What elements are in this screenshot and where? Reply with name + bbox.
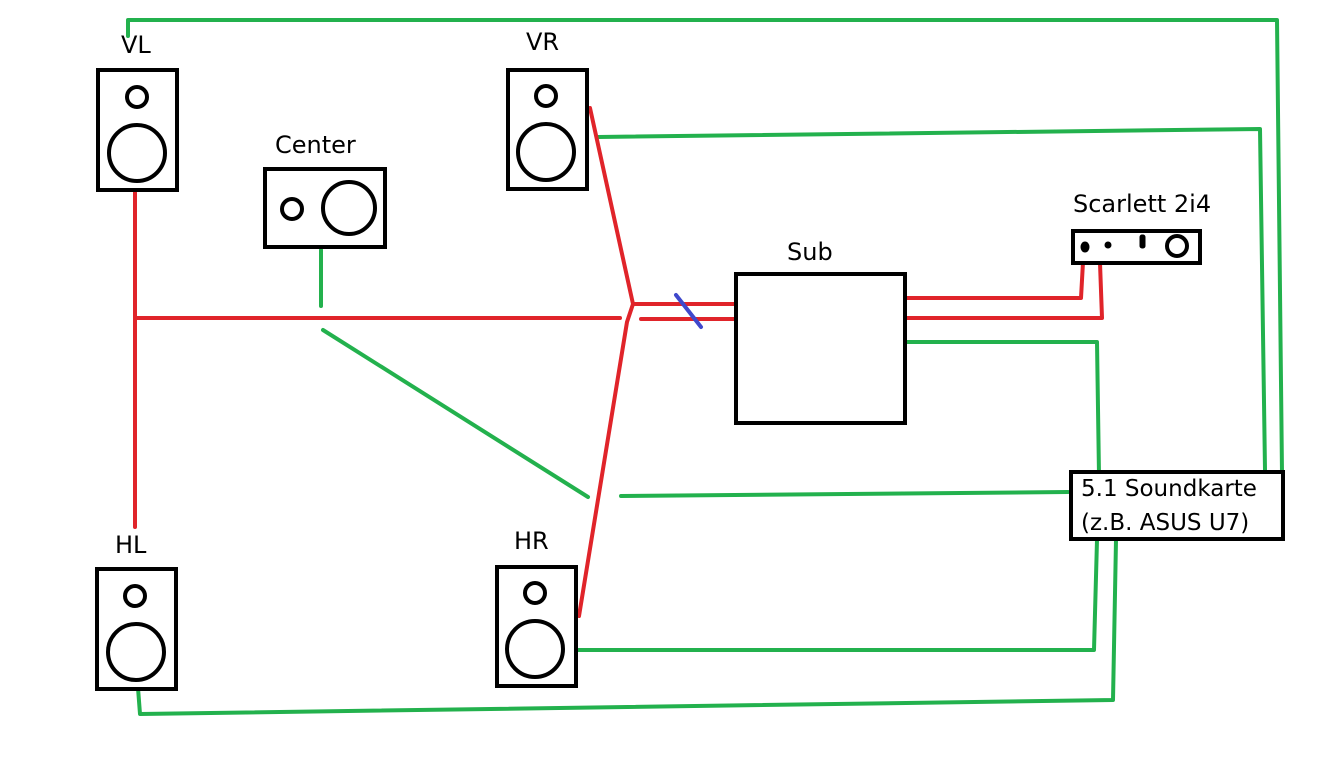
green-cables xyxy=(126,18,1284,716)
label-soundcard-line1: 5.1 Soundkarte xyxy=(1081,476,1257,502)
jack-2 xyxy=(1104,241,1112,249)
speaker-tweeter xyxy=(123,584,147,608)
speaker-tweeter xyxy=(280,197,304,221)
red-cable-vr-diagonal xyxy=(588,106,635,306)
label-hl: HL xyxy=(115,531,147,559)
soundcard-box xyxy=(1069,470,1285,541)
green-cable-center-diagonal xyxy=(321,328,590,499)
speaker-hr xyxy=(495,565,578,688)
cable-break-mark xyxy=(674,293,703,329)
green-cable-center-to-soundcard xyxy=(619,490,1070,498)
speaker-woofer xyxy=(106,622,166,682)
subwoofer-box xyxy=(734,272,907,425)
speaker-woofer xyxy=(516,122,576,182)
green-cable-hr xyxy=(576,538,1099,652)
green-cable-vr xyxy=(596,127,1267,472)
label-center: Center xyxy=(275,131,356,159)
speaker-vr xyxy=(506,68,589,191)
scarlett-interface xyxy=(1071,229,1202,265)
speaker-tweeter xyxy=(125,85,149,109)
label-soundcard-line2: (z.B. ASUS U7) xyxy=(1081,510,1249,536)
label-vl: VL xyxy=(121,31,151,59)
speaker-tweeter xyxy=(523,581,547,605)
label-vr: VR xyxy=(526,28,559,56)
speaker-tweeter xyxy=(534,84,558,108)
red-cable-sub-to-scarlett-1 xyxy=(858,260,1085,300)
red-cable-sub-to-scarlett-2 xyxy=(862,261,1104,320)
speaker-center xyxy=(263,167,387,249)
speaker-hl xyxy=(95,567,178,691)
label-scarlett: Scarlett 2i4 xyxy=(1073,190,1211,218)
speaker-woofer xyxy=(107,123,167,183)
speaker-vl xyxy=(96,68,179,192)
green-cable-hl xyxy=(136,538,1118,716)
speaker-woofer xyxy=(321,180,377,236)
green-cable-vl xyxy=(126,18,1284,475)
headphone-knob xyxy=(1165,234,1189,258)
red-cable-hr-diagonal xyxy=(577,302,635,618)
knob-slot xyxy=(1139,234,1146,249)
label-hr: HR xyxy=(514,527,549,555)
green-cable-sub-lfe xyxy=(864,340,1101,477)
speaker-woofer xyxy=(505,619,565,679)
label-sub: Sub xyxy=(787,238,833,266)
jack-1 xyxy=(1080,241,1090,253)
